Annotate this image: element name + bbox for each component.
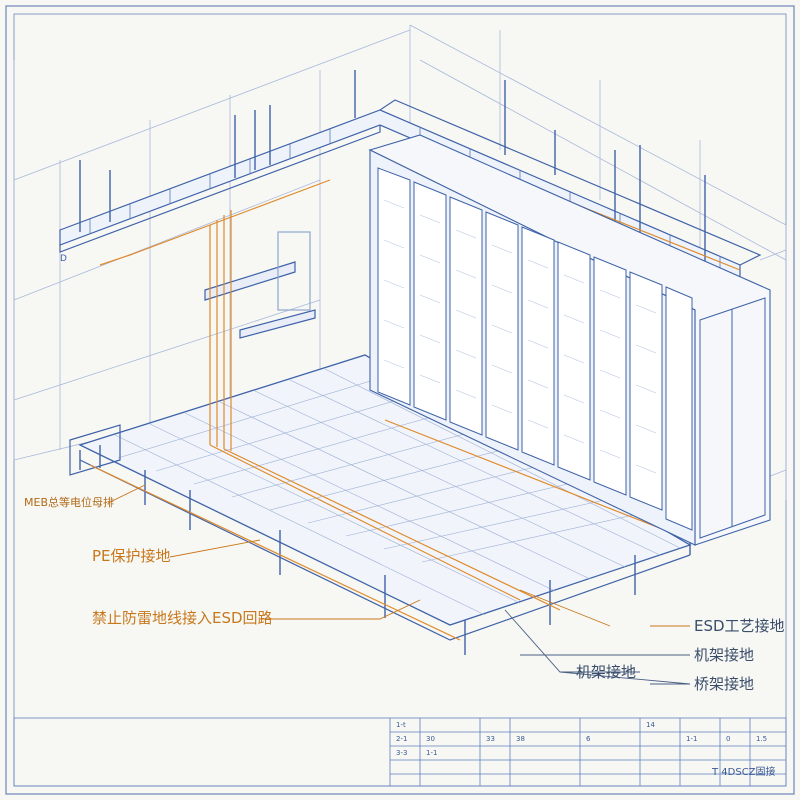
title-cell: 14 <box>646 721 655 729</box>
title-cell: 30 <box>426 735 435 743</box>
title-cell: 1-1 <box>426 749 438 757</box>
label-no-lightning-esd: 禁止防雷地线接入ESD回路 <box>92 609 273 627</box>
label-pe-ground: PE保护接地 <box>92 547 171 565</box>
floor-grid <box>114 368 681 616</box>
cabinet-doors <box>377 167 693 531</box>
title-cell: 1-t <box>396 721 406 729</box>
label-rack-ground-left: 机架接地 <box>576 663 637 681</box>
right-wall-grid <box>409 24 787 500</box>
title-cell: 1-1 <box>686 735 698 743</box>
wall-busbar <box>204 231 316 339</box>
left-wall-grid <box>13 25 411 461</box>
ceiling-hangers <box>79 70 706 262</box>
label-esd-ground: ESD工艺接地 <box>694 617 785 635</box>
title-cell: 3-3 <box>396 749 408 757</box>
label-tray-ground: 桥架接地 <box>694 675 755 693</box>
leader-lines-right <box>504 609 691 685</box>
title-cell: 33 <box>486 735 495 743</box>
leader-lines <box>107 484 690 627</box>
floor-edge <box>69 424 691 641</box>
title-cell: 2-1 <box>396 735 408 743</box>
title-cell: 6 <box>586 735 591 743</box>
label-meb-busbar: MEB总等电位母排 <box>24 496 114 509</box>
title-cell: 38 <box>516 735 525 743</box>
title-cell: 0 <box>726 735 731 743</box>
drawing-number: T 4DSCZ固接 <box>712 767 776 778</box>
cabinet-side <box>699 297 766 539</box>
cabinet-vents <box>383 199 657 474</box>
title-block-lines <box>13 717 787 787</box>
cabinet-row <box>368 134 771 546</box>
label-rack-ground-right: 机架接地 <box>694 646 755 664</box>
mark-d: D <box>60 254 67 264</box>
title-cell: 1.5 <box>756 735 768 743</box>
